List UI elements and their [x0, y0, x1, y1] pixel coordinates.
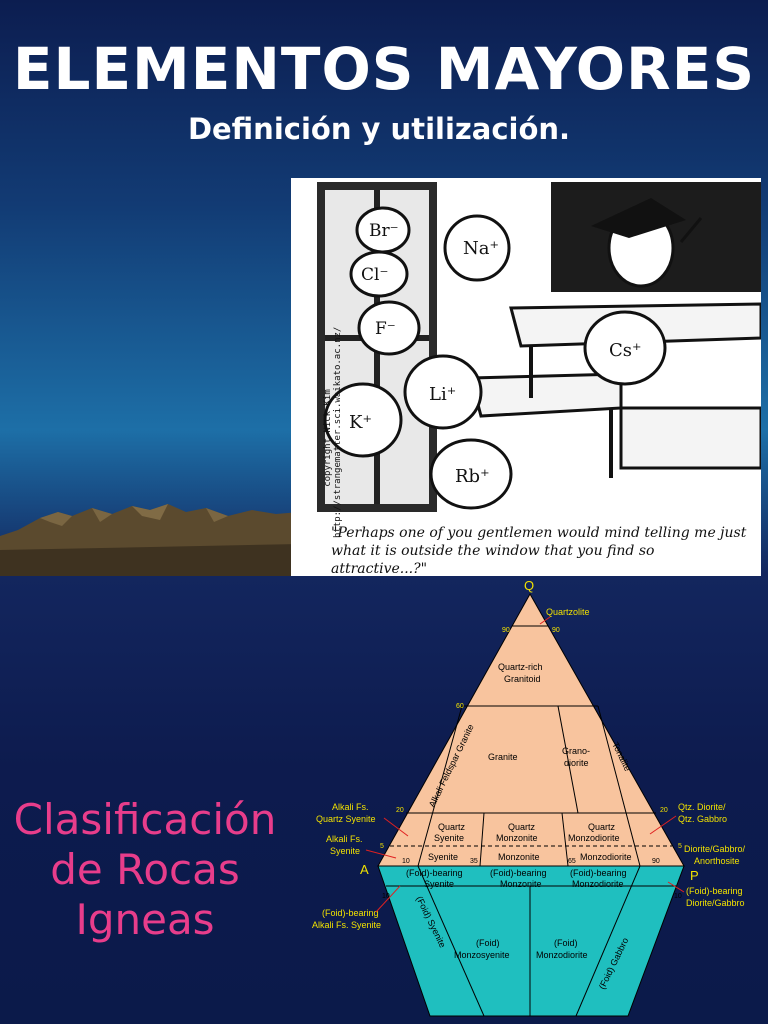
- svg-text:Alkali Fs.: Alkali Fs.: [332, 802, 369, 812]
- field-monzodiorite: Monzodiorite: [580, 852, 632, 862]
- field-granite: Granite: [488, 752, 518, 762]
- svg-text:20: 20: [660, 807, 668, 814]
- svg-text:Quartz: Quartz: [438, 822, 466, 832]
- svg-text:Quartz-rich: Quartz-rich: [498, 662, 543, 672]
- field-monzonite: Monzonite: [498, 852, 540, 862]
- svg-text:90: 90: [502, 627, 510, 634]
- svg-text:Syenite: Syenite: [434, 833, 464, 843]
- field-quartzolite: Quartzolite: [546, 607, 590, 617]
- svg-text:5: 5: [380, 843, 384, 850]
- svg-text:5: 5: [678, 843, 682, 850]
- field-syenite: Syenite: [428, 852, 458, 862]
- vertex-a: A: [360, 862, 369, 877]
- svg-text:60: 60: [456, 703, 464, 710]
- svg-text:Syenite: Syenite: [330, 846, 360, 856]
- svg-text:Alkali Fs.: Alkali Fs.: [326, 834, 363, 844]
- svg-text:Monzonite: Monzonite: [500, 879, 542, 889]
- slide-title: ELEMENTOS MAYORES: [12, 35, 756, 103]
- svg-text:(Foid)-bearing: (Foid)-bearing: [406, 868, 463, 878]
- svg-text:(Foid)-bearing: (Foid)-bearing: [490, 868, 547, 878]
- svg-text:10: 10: [674, 893, 682, 900]
- cartoon-drawing: Br⁻ Cl⁻ F⁻ Na⁺ Li⁺ K⁺ Rb⁺ Cs⁺: [317, 182, 761, 512]
- svg-text:35: 35: [470, 858, 478, 865]
- svg-text:Alkali Fs. Syenite: Alkali Fs. Syenite: [312, 920, 381, 930]
- ion-label-cl: Cl⁻: [361, 265, 388, 285]
- ion-label-f: F⁻: [375, 319, 396, 339]
- ion-label-k: K⁺: [349, 412, 372, 433]
- svg-text:Monzodiorite: Monzodiorite: [568, 833, 620, 843]
- svg-text:Quartz Syenite: Quartz Syenite: [316, 814, 376, 824]
- svg-text:(Foid): (Foid): [554, 938, 578, 948]
- ion-label-br: Br⁻: [369, 221, 399, 241]
- svg-text:Monzonite: Monzonite: [496, 833, 538, 843]
- classification-label: Clasificación de Rocas Igneas: [13, 795, 277, 944]
- svg-text:Qtz. Diorite/: Qtz. Diorite/: [678, 802, 726, 812]
- vertex-p: P: [690, 868, 699, 883]
- svg-text:Syenite: Syenite: [424, 879, 454, 889]
- svg-text:90: 90: [552, 627, 560, 634]
- svg-text:Quartz: Quartz: [508, 822, 536, 832]
- cartoon-caption: "Perhaps one of you gentlemen would mind…: [331, 525, 747, 576]
- svg-text:Qtz. Gabbro: Qtz. Gabbro: [678, 814, 727, 824]
- qapf-lower-triangle: [377, 865, 685, 1017]
- svg-text:Grano-: Grano-: [562, 746, 590, 756]
- svg-text:Monzodiorite: Monzodiorite: [536, 950, 588, 960]
- qapf-diagram: Q A P 90 90 60 20 20 5 5 10 35 65 90 10 …: [312, 578, 746, 1017]
- ion-label-na: Na⁺: [463, 238, 499, 259]
- mountain-range-illustration: [0, 504, 300, 576]
- svg-text:(Foid)-bearing: (Foid)-bearing: [570, 868, 627, 878]
- svg-text:20: 20: [396, 807, 404, 814]
- svg-text:Monzosyenite: Monzosyenite: [454, 950, 510, 960]
- cartoon-credit: copyright Nick Kim http://strangematter.…: [323, 326, 343, 538]
- ion-label-rb: Rb⁺: [455, 466, 490, 487]
- svg-text:diorite: diorite: [564, 758, 589, 768]
- svg-text:(Foid)-bearing: (Foid)-bearing: [686, 886, 743, 896]
- ion-label-li: Li⁺: [429, 384, 456, 405]
- svg-text:Granitoid: Granitoid: [504, 674, 541, 684]
- svg-text:(Foid)-bearing: (Foid)-bearing: [322, 908, 379, 918]
- svg-text:Monzodiorite: Monzodiorite: [572, 879, 624, 889]
- ion-cartoon-image: Br⁻ Cl⁻ F⁻ Na⁺ Li⁺ K⁺ Rb⁺ Cs⁺ copyright …: [291, 178, 761, 576]
- svg-text:65: 65: [568, 858, 576, 865]
- svg-text:10: 10: [382, 893, 390, 900]
- vertex-q: Q: [524, 578, 534, 593]
- svg-text:Diorite/Gabbro: Diorite/Gabbro: [686, 898, 745, 908]
- slide-subtitle: Definición y utilización.: [187, 112, 571, 146]
- ion-label-cs: Cs⁺: [609, 340, 642, 361]
- svg-text:Diorite/Gabbro/: Diorite/Gabbro/: [684, 844, 746, 854]
- svg-text:Quartz: Quartz: [588, 822, 616, 832]
- svg-text:90: 90: [652, 858, 660, 865]
- svg-text:(Foid): (Foid): [476, 938, 500, 948]
- svg-text:10: 10: [402, 858, 410, 865]
- svg-text:Anorthosite: Anorthosite: [694, 856, 740, 866]
